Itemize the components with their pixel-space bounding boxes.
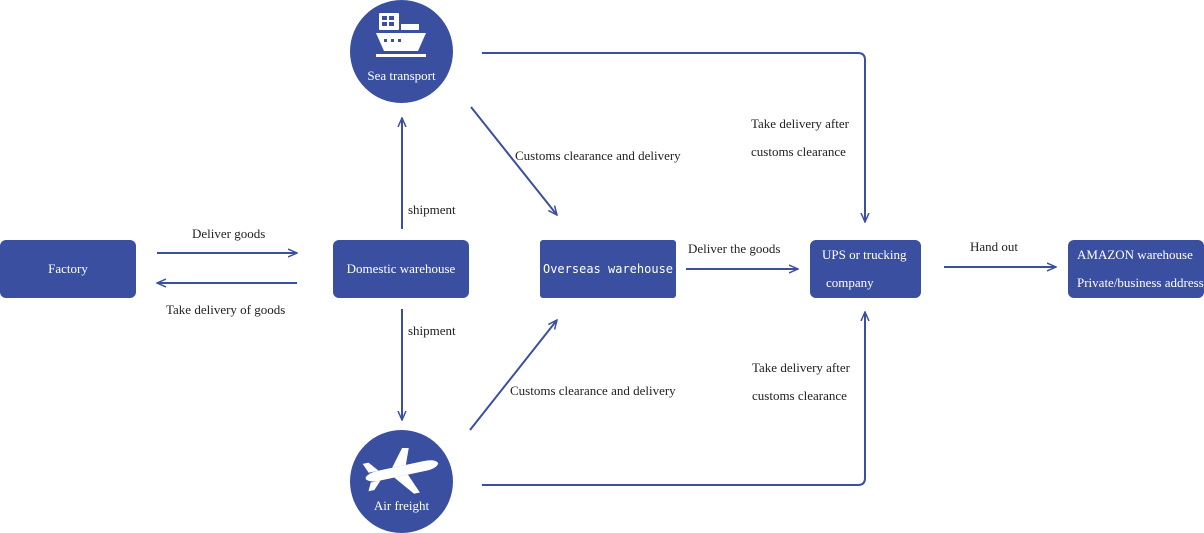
amazon-label-line1: AMAZON warehouse [1077, 247, 1193, 262]
factory-node: Factory [0, 240, 136, 298]
ups-label-line1: UPS or trucking [822, 247, 907, 262]
take-delivery-after-bottom-label: Take delivery after customs clearance [752, 354, 850, 410]
ups-label-line2: company [826, 275, 874, 290]
arrow-sea-to-ups [482, 52, 865, 222]
arrow-air-to-ups [482, 312, 865, 486]
take-delivery-after-top-label: Take delivery after customs clearance [751, 110, 849, 166]
air-freight-label: Air freight [373, 498, 430, 513]
arrow-sea-to-overseas [470, 106, 557, 215]
hand-out-label: Hand out [970, 239, 1019, 254]
ups-trucking-node: UPS or trucking company [810, 240, 921, 298]
customs-sea-label: Customs clearance and delivery [515, 148, 681, 163]
customs-air-label: Customs clearance and delivery [510, 383, 676, 398]
shipment-up-label: shipment [408, 202, 456, 217]
airplane-icon [362, 448, 439, 494]
air-freight-node: Air freight [350, 430, 453, 533]
arrow-air-to-overseas [469, 320, 557, 431]
amazon-warehouse-node: AMAZON warehouse Private/business addres… [1068, 240, 1204, 298]
take-delivery-after-top-line2: customs clearance [751, 144, 846, 159]
sea-transport-node: Sea transport [350, 0, 453, 103]
deliver-goods-label: Deliver goods [192, 226, 266, 241]
overseas-warehouse-label: Overseas warehouse [542, 262, 674, 276]
factory-label: Factory [48, 261, 88, 276]
domestic-warehouse-node: Domestic warehouse [333, 240, 469, 298]
sea-transport-label: Sea transport [367, 68, 436, 83]
amazon-label-line2: Private/business address [1077, 275, 1204, 290]
domestic-warehouse-label: Domestic warehouse [346, 261, 456, 276]
take-delivery-of-goods-label: Take delivery of goods [166, 302, 286, 317]
take-delivery-after-bottom-line1: Take delivery after [752, 360, 850, 375]
take-delivery-after-top-line1: Take delivery after [751, 116, 849, 131]
ship-icon [376, 13, 426, 57]
shipment-down-label: shipment [408, 323, 456, 338]
overseas-warehouse-node: Overseas warehouse [540, 240, 676, 298]
deliver-the-goods-label: Deliver the goods [688, 241, 781, 256]
take-delivery-after-bottom-line2: customs clearance [752, 388, 847, 403]
